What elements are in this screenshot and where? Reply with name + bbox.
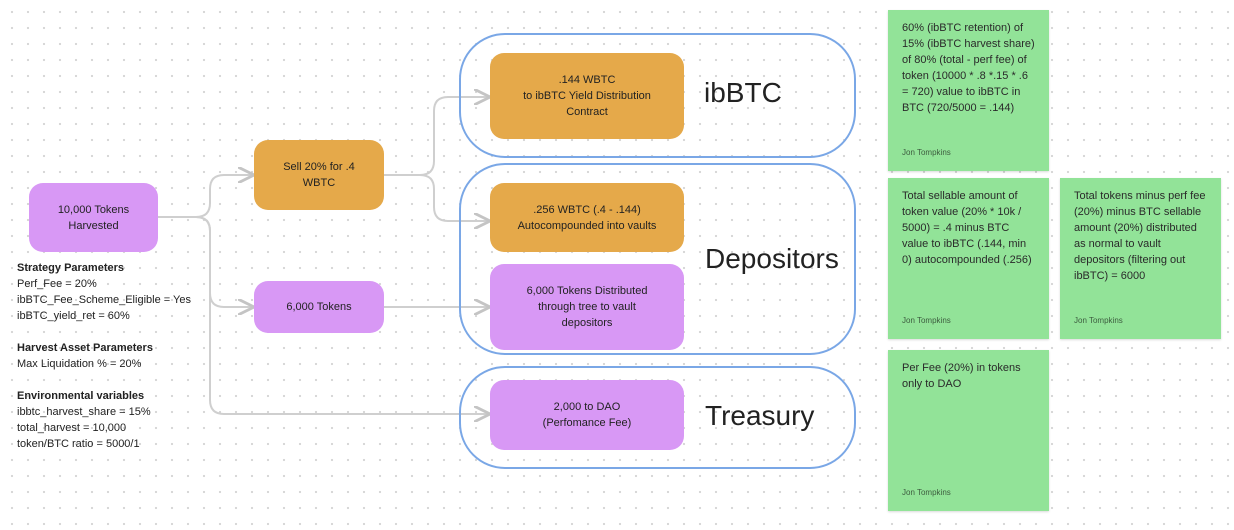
strategy-parameters-heading: Strategy Parameters (17, 262, 125, 274)
dao-fee-node[interactable]: 2,000 to DAO (Perfomance Fee) (490, 380, 684, 450)
fee-scheme-param: ibBTC_Fee_Scheme_Eligible = Yes (17, 294, 191, 306)
spacer (17, 324, 191, 340)
sticky-note-depositors[interactable]: Total tokens minus perf fee (20%) minus … (1060, 178, 1221, 339)
dao-fee-label: 2,000 to DAO (Perfomance Fee) (542, 401, 632, 429)
total-harvest-param: total_harvest = 10,000 (17, 422, 127, 434)
parameters-text-block: Strategy Parameters Perf_Fee = 20% ibBTC… (17, 260, 191, 452)
ibbtc-group-label: ibBTC (704, 77, 782, 108)
sell-wbtc-node[interactable]: Sell 20% for .4 WBTC (254, 140, 384, 210)
connector-harvest-to-dao (158, 216, 488, 414)
connector-sell-to-ibbtc (384, 97, 488, 176)
sticky-note-ibbtc[interactable]: 60% (ibBTC retention) of 15% (ibBTC harv… (888, 10, 1049, 171)
sticky-note-author: Jon Tompkins (902, 488, 951, 497)
sticky-note-text: 60% (ibBTC retention) of 15% (ibBTC harv… (902, 22, 1035, 114)
perf-fee-param: Perf_Fee = 20% (17, 278, 97, 290)
token-btc-ratio-param: token/BTC ratio = 5000/1 (17, 438, 140, 450)
sticky-note-author: Jon Tompkins (1074, 316, 1123, 325)
yield-ret-param: ibBTC_yield_ret = 60% (17, 310, 130, 322)
spacer (17, 372, 191, 388)
harvested-tokens-label: 10,000 Tokens Harvested (57, 203, 130, 232)
treasury-group-label: Treasury (705, 400, 815, 431)
harvested-tokens-node[interactable]: 10,000 Tokens Harvested (29, 183, 158, 252)
max-liquidation-param: Max Liquidation % = 20% (17, 358, 142, 370)
sticky-note-author: Jon Tompkins (902, 316, 951, 325)
sticky-note-text: Total sellable amount of token value (20… (902, 190, 1032, 266)
harvest-share-param: ibbtc_harvest_share = 15% (17, 406, 151, 418)
connector-sell-to-autocompound (384, 174, 488, 221)
sell-wbtc-label: Sell 20% for .4 WBTC (283, 161, 355, 189)
sticky-note-text: Total tokens minus perf fee (20%) minus … (1074, 190, 1206, 282)
autocompound-node[interactable]: .256 WBTC (.4 - .144) Autocompounded int… (490, 183, 684, 252)
ibbtc-group-frame (459, 33, 856, 158)
depositors-group-frame (459, 163, 856, 355)
sticky-note-text: Per Fee (20%) in tokens only to DAO (902, 362, 1021, 390)
environmental-variables-heading: Environmental variables (17, 390, 145, 402)
sticky-note-dao[interactable]: Per Fee (20%) in tokens only to DAO Jon … (888, 350, 1049, 511)
depositors-group-label: Depositors (705, 243, 839, 274)
sticky-note-autocompound[interactable]: Total sellable amount of token value (20… (888, 178, 1049, 339)
treasury-group-frame (459, 366, 856, 469)
harvest-asset-parameters-heading: Harvest Asset Parameters (17, 342, 153, 354)
sticky-note-author: Jon Tompkins (902, 148, 951, 157)
distributed-tokens-label: 6,000 Tokens Distributed through tree to… (526, 285, 648, 329)
autocompound-label: .256 WBTC (.4 - .144) Autocompounded int… (517, 203, 657, 232)
six-thousand-tokens-label: 6,000 Tokens (286, 301, 352, 313)
six-thousand-tokens-node[interactable]: 6,000 Tokens (254, 281, 384, 333)
distributed-tokens-node[interactable]: 6,000 Tokens Distributed through tree to… (490, 264, 684, 350)
ibbtc-wbtc-node[interactable]: .144 WBTC to ibBTC Yield Distribution Co… (490, 53, 684, 139)
connector-harvest-to-sell (158, 175, 252, 218)
ibbtc-wbtc-label: .144 WBTC to ibBTC Yield Distribution Co… (523, 74, 651, 118)
